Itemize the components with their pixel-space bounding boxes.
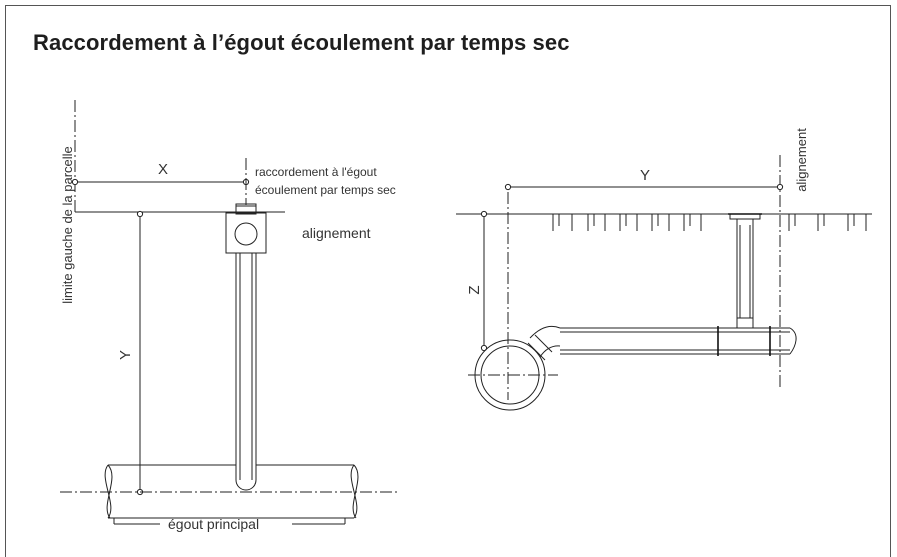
main-sewer-label: égout principal	[168, 516, 259, 532]
branch-pipe	[235, 253, 257, 491]
dimension-x-start-point	[71, 178, 79, 186]
sewer-break-left	[104, 464, 112, 519]
page-title: Raccordement à l’égout écoulement par te…	[33, 30, 570, 55]
sewer-break-right	[350, 464, 358, 519]
dimension-z-start-point	[480, 210, 488, 218]
connection-label-line1: raccordement à l'égout	[255, 165, 377, 179]
dimension-y-label: Y	[117, 350, 134, 360]
connection-circle	[234, 222, 258, 246]
dimension-z-label: Z	[466, 285, 483, 294]
dimension-z-end-point	[480, 344, 488, 352]
dimension-y-right-start-point	[504, 183, 512, 191]
pipe-end-break	[789, 327, 797, 355]
dimension-y-right-end-point	[776, 183, 784, 191]
section-view: Y Z alignement	[456, 128, 872, 411]
dimension-y-right-label: Y	[640, 167, 650, 184]
ground-hatching	[552, 214, 867, 231]
plan-view: limite gauche de la parcelle X Y raccord…	[60, 100, 400, 532]
sheet-frame	[5, 5, 891, 557]
left-boundary-label: limite gauche de la parcelle	[60, 146, 75, 304]
alignment-label-section: alignement	[794, 128, 809, 192]
pipe-elbow	[529, 325, 561, 339]
connection-box	[225, 212, 267, 254]
connection-label-line2: écoulement par temps sec	[255, 183, 396, 197]
dimension-y-start-point	[136, 210, 144, 218]
connection-cap	[235, 203, 257, 215]
alignment-label-plan: alignement	[302, 225, 371, 241]
dimension-x-label: X	[158, 161, 168, 178]
